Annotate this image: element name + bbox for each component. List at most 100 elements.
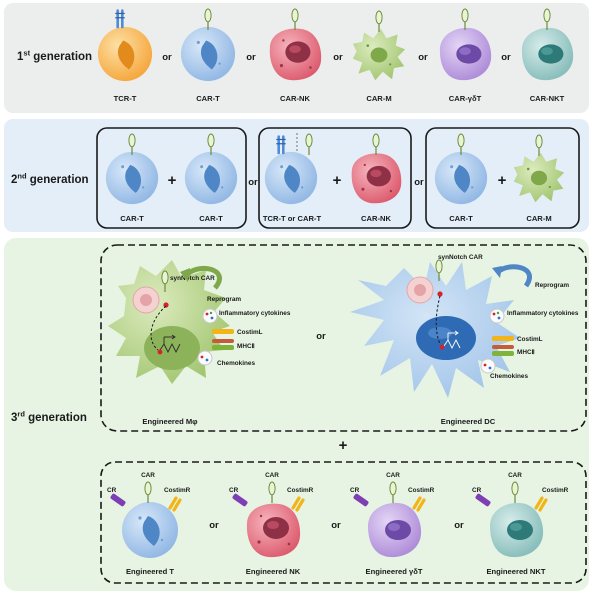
svg-text:CostimL: CostimL (517, 336, 543, 343)
chemokine-vesicle (197, 350, 213, 366)
svg-text:CAR: CAR (265, 472, 279, 479)
engineered-dc-label: Engineered DC (441, 417, 496, 426)
gen2-pair-box-2 (258, 127, 412, 229)
gene-wave-icon (159, 342, 181, 354)
or-connector: or (418, 52, 428, 63)
gen2-pair-2-cell-a: TCR-T or CAR-T (263, 133, 322, 223)
third-generation-title: 3rd generation (11, 410, 87, 425)
second-generation-title: 2nd generation (11, 172, 89, 187)
gen1-cell-tcr-t: TCR-T (97, 9, 153, 103)
or-connector: or (248, 177, 258, 188)
cr-receptor-icon (110, 493, 126, 507)
svg-text:TCR-T: TCR-T (114, 94, 137, 103)
gen1-cell-car-m: CAR-M (352, 10, 406, 103)
engineered-macrophage-label: Engineered Mφ (142, 417, 198, 426)
svg-text:CostimR: CostimR (542, 487, 569, 494)
svg-text:synNotch CAR: synNotch CAR (170, 275, 215, 282)
svg-text:CR: CR (107, 487, 117, 494)
plus-connector: + (498, 172, 507, 189)
gen1-cell-car-nk: CAR-NK (269, 8, 322, 103)
costimr-icon (291, 496, 305, 512)
or-connector: or (414, 177, 424, 188)
costim-ligand-icon (492, 336, 514, 341)
svg-text:Engineered T: Engineered T (126, 567, 174, 576)
gen1-cell-car-nkt: CAR-NKT (521, 8, 574, 103)
costimr-icon (168, 496, 182, 512)
svg-text:CAR-T: CAR-T (120, 214, 144, 223)
gen2-pair-box-3 (425, 127, 580, 229)
or-connector: or (162, 52, 172, 63)
svg-text:MHCⅡ: MHCⅡ (517, 349, 535, 356)
gen1-cell-car-gdt: CAR-γδT (439, 8, 492, 103)
gen2-pair-1-cell-a: CAR-T (105, 133, 159, 223)
svg-text:Engineered NK: Engineered NK (246, 567, 301, 576)
svg-text:Reprogram: Reprogram (207, 296, 241, 303)
gen2-pair-3-cell-a: CAR-T (434, 133, 488, 223)
svg-text:CostimR: CostimR (408, 487, 435, 494)
svg-text:CostimL: CostimL (237, 329, 263, 336)
svg-text:CAR-NK: CAR-NK (361, 214, 391, 223)
cr-receptor-icon (353, 493, 369, 507)
svg-text:CAR-γδT: CAR-γδT (449, 94, 482, 103)
cytokine-vesicle (489, 308, 505, 324)
engineered-t: CR CAR CostimR Engineered T (107, 472, 191, 576)
engineered-dc: synNotch CAR Reprogram Inflammatory cyto… (350, 254, 579, 426)
svg-text:Chemokines: Chemokines (217, 360, 255, 367)
red-signal-dot (437, 291, 443, 297)
svg-text:CAR-T: CAR-T (196, 94, 220, 103)
reprogram-arrow (183, 265, 222, 290)
cr-receptor-icon (475, 493, 491, 507)
svg-text:CostimR: CostimR (164, 487, 191, 494)
engineered-gdt: CR CAR CostimR Engineered γδT (350, 472, 435, 576)
gen2-pair-1-cell-b: CAR-T (184, 133, 238, 223)
or-connector: or (209, 520, 219, 531)
svg-text:Engineered γδT: Engineered γδT (366, 567, 423, 576)
gen2-pair-3-cell-b: CAR-M (513, 134, 565, 223)
svg-text:CR: CR (350, 487, 360, 494)
svg-text:TCR-T or CAR-T: TCR-T or CAR-T (263, 214, 322, 223)
svg-text:CR: CR (472, 487, 482, 494)
signal-path-arrow (150, 305, 167, 351)
svg-text:Inflammatory cytokines: Inflammatory cytokines (507, 310, 579, 317)
engineered-nkt: CR CAR CostimR Engineered NKT (472, 472, 569, 576)
svg-text:CAR-M: CAR-M (366, 94, 391, 103)
plus-connector: + (168, 172, 177, 189)
cr-receptor-icon (232, 493, 248, 507)
or-connector: or (454, 520, 464, 531)
svg-text:CAR-M: CAR-M (526, 214, 551, 223)
svg-text:Chemokines: Chemokines (490, 373, 528, 380)
svg-text:Inflammatory cytokines: Inflammatory cytokines (219, 310, 291, 317)
svg-text:CAR-NKT: CAR-NKT (530, 94, 565, 103)
costimr-icon (412, 496, 426, 512)
plus-connector: + (333, 172, 342, 189)
red-signal-dot (439, 344, 445, 350)
svg-text:CAR-T: CAR-T (449, 214, 473, 223)
svg-text:CAR: CAR (508, 472, 522, 479)
svg-text:Engineered NKT: Engineered NKT (486, 567, 545, 576)
mhc-icon (492, 351, 514, 356)
chemokine-vesicle (480, 358, 496, 374)
or-connector: or (501, 52, 511, 63)
macrophage-nucleus (144, 326, 200, 370)
svg-text:CAR-NK: CAR-NK (280, 94, 310, 103)
svg-text:CAR: CAR (141, 472, 155, 479)
engineered-nk: CR CAR CostimR Engineered NK (229, 472, 314, 576)
gen3-apc-box (100, 244, 587, 432)
svg-text:CAR-T: CAR-T (199, 214, 223, 223)
or-connector: or (331, 520, 341, 531)
gen2-pair-2-cell-b: CAR-NK (351, 133, 402, 223)
costimr-icon (534, 496, 548, 512)
first-generation-title: 1st generation (17, 49, 92, 64)
svg-text:Reprogram: Reprogram (535, 282, 569, 289)
or-connector: or (316, 331, 326, 342)
gene-wave-icon (443, 338, 461, 350)
red-signal-dot (157, 349, 163, 355)
gen2-pair-box-1 (96, 127, 247, 229)
plus-connector: + (339, 437, 348, 454)
svg-text:synNotch CAR: synNotch CAR (438, 254, 483, 261)
engineered-macrophage: synNotch CAR Reprogram Inflammatory cyto… (108, 260, 291, 426)
or-connector: or (246, 52, 256, 63)
mhc-icon (212, 345, 234, 350)
or-connector: or (333, 52, 343, 63)
